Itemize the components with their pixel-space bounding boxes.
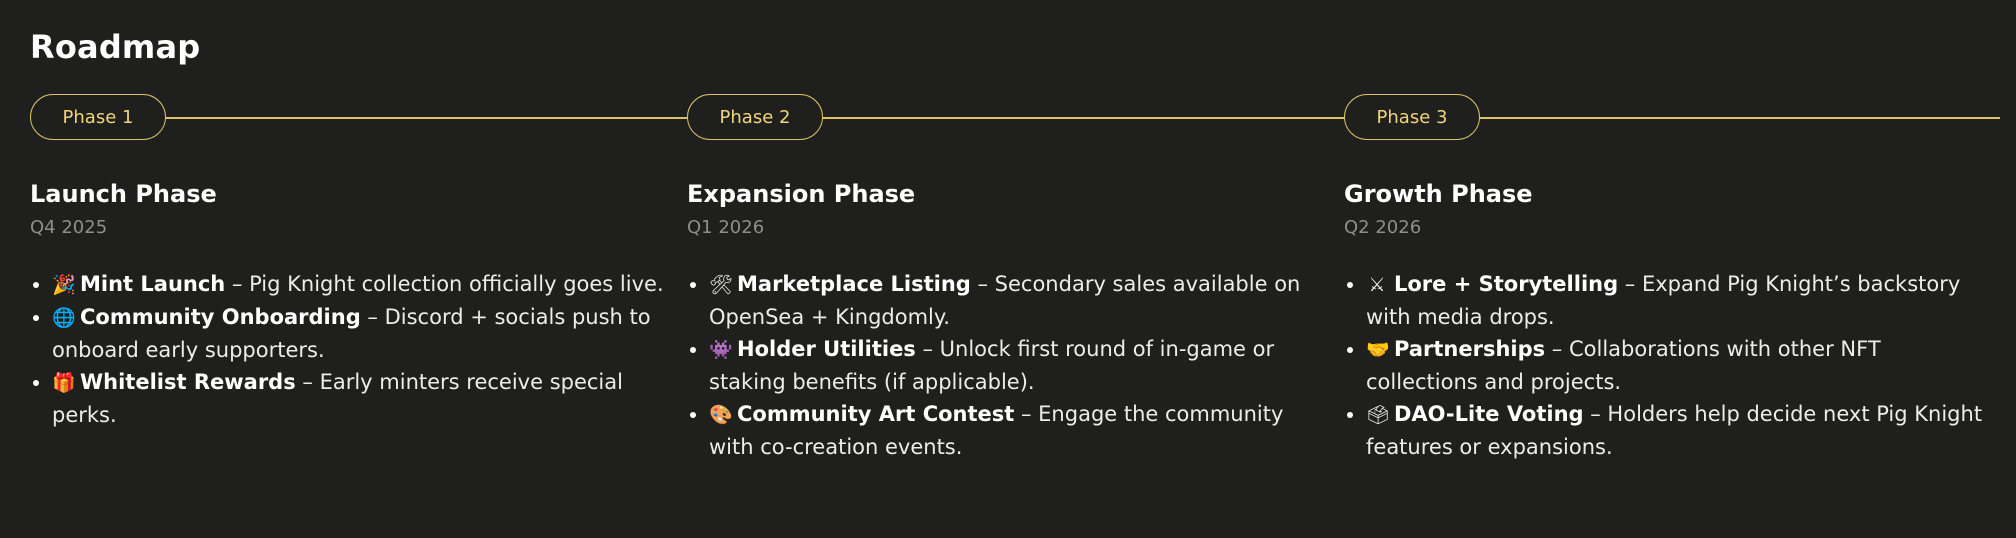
item-title: Holder Utilities (737, 337, 916, 361)
globe-icon: 🌐 (52, 307, 76, 329)
list-item: ⚔ Lore + Storytelling – Expand Pig Knight… (1366, 268, 1984, 333)
phase-3-date: Q2 2026 (1344, 217, 1422, 238)
item-title: Mint Launch (80, 272, 226, 296)
item-title: Community Onboarding (80, 305, 361, 329)
roadmap-timeline: Phase 1 Phase 2 Phase 3 (30, 94, 2000, 142)
phase-3-pill: Phase 3 (1344, 94, 1480, 140)
list-item: 👾Holder Utilities – Unlock first round o… (709, 333, 1327, 398)
list-item: 🎁Whitelist Rewards – Early minters recei… (52, 366, 670, 431)
list-item: 🎉Mint Launch – Pig Knight collection off… (52, 268, 670, 301)
palette-icon: 🎨 (709, 404, 733, 426)
phase-2-date: Q1 2026 (687, 217, 765, 238)
phase-2-name: Expansion Phase (687, 180, 916, 208)
item-text: – Discord + socials push to onboard earl… (52, 305, 651, 362)
list-item: 🗳DAO-Lite Voting – Holders help decide n… (1366, 398, 1984, 463)
phase-1-pill: Phase 1 (30, 94, 166, 140)
handshake-icon: 🤝 (1366, 339, 1390, 361)
list-item: 🛠Marketplace Listing – Secondary sales a… (709, 268, 1327, 333)
party-popper-icon: 🎉 (52, 274, 76, 296)
timeline-line (30, 117, 2000, 119)
item-text: – Unlock first round of in-game or staki… (709, 337, 1275, 394)
item-text: – Expand Pig Knight’s backstory with med… (1366, 272, 1961, 329)
item-text: – Secondary sales available on OpenSea +… (709, 272, 1301, 329)
item-title: Whitelist Rewards (80, 370, 296, 394)
phase-2-list: 🛠Marketplace Listing – Secondary sales a… (687, 268, 1327, 463)
item-text: – Collaborations with other NFT collecti… (1366, 337, 1881, 394)
phase-3-column: Growth Phase Q2 2026 ⚔ Lore + Storytellin… (1344, 178, 1984, 463)
phase-1-name: Launch Phase (30, 180, 217, 208)
item-text: – Engage the community with co-creation … (709, 402, 1284, 459)
list-item: 🌐Community Onboarding – Discord + social… (52, 301, 670, 366)
alien-monster-icon: 👾 (709, 339, 733, 361)
phase-3-list: ⚔ Lore + Storytelling – Expand Pig Knight… (1344, 268, 1984, 463)
item-title: Partnerships (1394, 337, 1546, 361)
item-title: Lore + Storytelling (1394, 272, 1619, 296)
page-title: Roadmap (30, 28, 201, 66)
phase-2-column: Expansion Phase Q1 2026 🛠Marketplace Lis… (687, 178, 1327, 463)
phase-1-list: 🎉Mint Launch – Pig Knight collection off… (30, 268, 670, 431)
phase-2-pill: Phase 2 (687, 94, 823, 140)
phase-1-date: Q4 2025 (30, 217, 108, 238)
list-item: 🎨Community Art Contest – Engage the comm… (709, 398, 1327, 463)
tools-icon: 🛠 (709, 274, 734, 296)
item-title: DAO-Lite Voting (1394, 402, 1584, 426)
item-text: – Early minters receive special perks. (52, 370, 623, 427)
item-title: Community Art Contest (737, 402, 1015, 426)
phase-1-column: Launch Phase Q4 2025 🎉Mint Launch – Pig … (30, 178, 670, 431)
list-item: 🤝Partnerships – Collaborations with othe… (1366, 333, 1984, 398)
item-text: – Holders help decide next Pig Knight fe… (1366, 402, 1983, 459)
item-text: – Pig Knight collection officially goes … (225, 272, 664, 296)
gift-icon: 🎁 (52, 372, 76, 394)
ballot-box-icon: 🗳 (1366, 404, 1391, 426)
item-title: Marketplace Listing (737, 272, 971, 296)
crossed-swords-icon: ⚔ (1368, 274, 1386, 296)
phase-3-name: Growth Phase (1344, 180, 1533, 208)
